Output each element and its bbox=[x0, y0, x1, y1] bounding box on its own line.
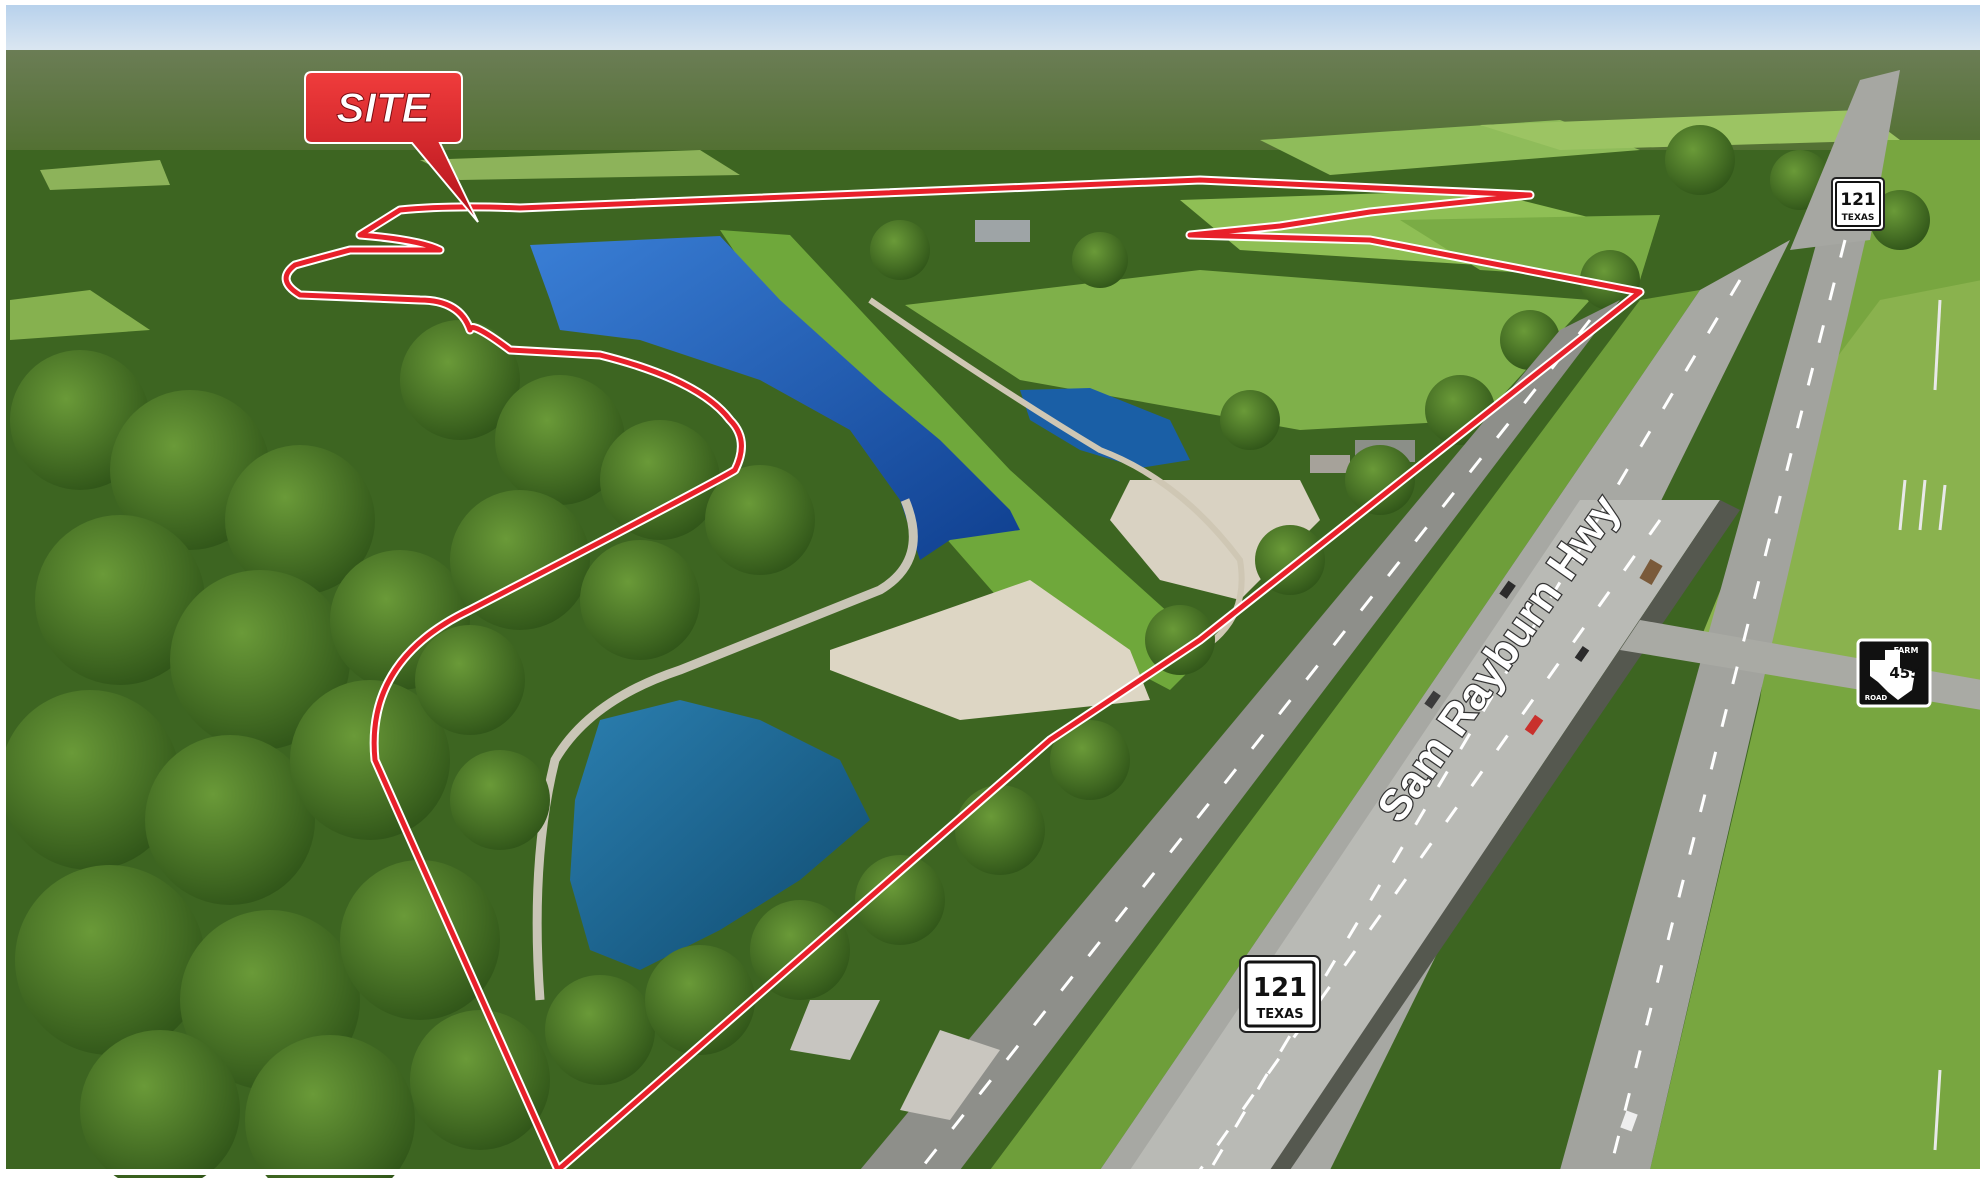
shield-distant-number: 121 bbox=[1840, 190, 1876, 210]
shield-distant-state: TEXAS bbox=[1842, 213, 1875, 223]
levee bbox=[720, 230, 1210, 690]
power-poles bbox=[1898, 299, 1947, 1151]
building bbox=[975, 220, 1030, 242]
shield-main-number: 121 bbox=[1253, 973, 1307, 1003]
tx-121-shield-main: 121 TEXAS bbox=[1239, 955, 1321, 1033]
farm-road-bottom: ROAD bbox=[1865, 694, 1888, 702]
shield-main-state: TEXAS bbox=[1256, 1007, 1303, 1022]
site-callout-label: SITE bbox=[336, 84, 431, 131]
riprap bbox=[790, 1000, 880, 1060]
upper-pond bbox=[1020, 388, 1190, 468]
distant-field bbox=[420, 150, 740, 180]
walking-path bbox=[868, 297, 1245, 653]
distant-field bbox=[10, 290, 150, 340]
distant-field bbox=[40, 160, 170, 190]
highway-median bbox=[990, 290, 1700, 1170]
lane-markings bbox=[918, 239, 1847, 1171]
walking-path bbox=[532, 498, 918, 1001]
sky bbox=[6, 4, 1982, 56]
overpass-shadow bbox=[1270, 500, 1740, 1170]
farm-road-number: 455 bbox=[1889, 664, 1920, 682]
tree-canopy bbox=[0, 125, 1930, 1183]
frontage-road bbox=[860, 300, 1620, 1170]
tx-121-shield-distant: 121 TEXAS bbox=[1831, 177, 1885, 231]
site-boundary-line bbox=[283, 177, 1643, 1173]
riprap bbox=[900, 1030, 1000, 1120]
gravel-lot bbox=[830, 580, 1150, 720]
lower-pond bbox=[570, 700, 870, 970]
site-callout: SITE bbox=[304, 71, 479, 223]
farm-road-455-shield: FARM 455 ROAD bbox=[1856, 638, 1932, 708]
building bbox=[1310, 455, 1350, 473]
farm-road-lanes bbox=[1560, 220, 1870, 1170]
main-lake bbox=[530, 236, 1020, 560]
vehicles bbox=[1424, 558, 1663, 1132]
farm-road-top: FARM bbox=[1894, 646, 1919, 655]
